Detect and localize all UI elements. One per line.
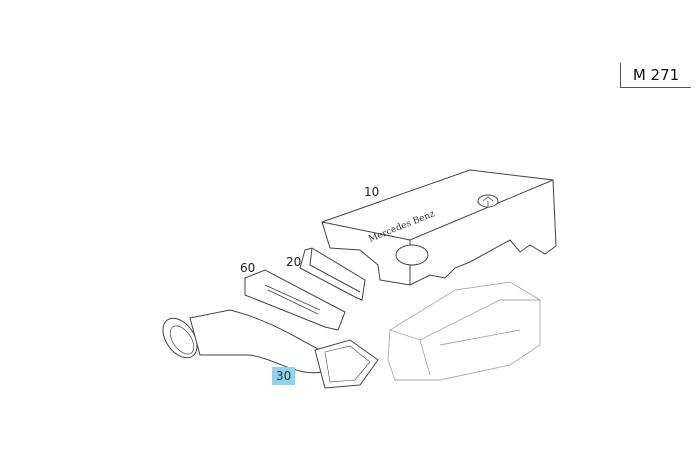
air-filter-housing-outline [387, 281, 541, 381]
seal-strip-part-20[interactable] [299, 247, 366, 301]
cover-part-60[interactable] [244, 269, 346, 331]
callout-10[interactable]: 10 [364, 185, 380, 199]
callout-20[interactable]: 20 [286, 255, 302, 269]
air-intake-duct-part-30[interactable] [156, 309, 379, 389]
engine-cover-part-10[interactable]: Mercedes Benz [321, 169, 557, 286]
callout-60[interactable]: 60 [240, 261, 256, 275]
model-label: M 271 [620, 63, 691, 88]
callout-30-highlighted[interactable]: 30 [272, 367, 296, 385]
